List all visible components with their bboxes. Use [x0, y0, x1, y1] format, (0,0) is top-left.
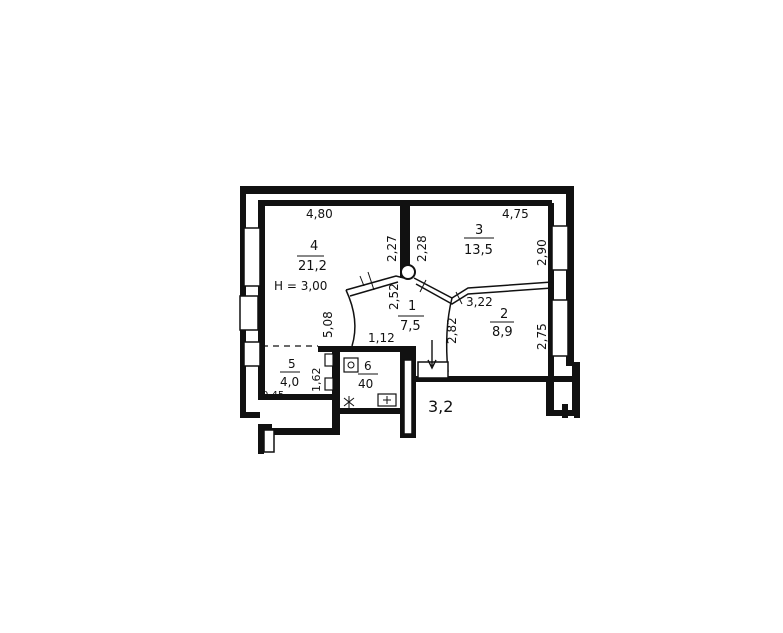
room-5-number: 5	[288, 357, 296, 371]
dim-room5-width: 1,62	[310, 368, 323, 393]
fixtures	[324, 340, 580, 418]
windows	[239, 225, 569, 453]
wall-left-inner	[258, 203, 265, 398]
hall-tick-1	[367, 271, 375, 291]
window-central	[403, 359, 413, 435]
hall-post	[400, 264, 416, 280]
dim-room4-depth: 5,08	[321, 311, 335, 338]
wall-lower-left-column	[240, 368, 246, 418]
wall-room2-bottom	[414, 376, 580, 382]
room-labels: 4 21,2 3 13,5 1 7,5 2 8,9 5 4,0 6 40	[280, 223, 514, 391]
room-3-area: 13,5	[464, 243, 493, 258]
dim-stair-label: 3,2	[428, 397, 453, 416]
room-6-area: 40	[358, 377, 373, 391]
wall-wc-top	[318, 346, 404, 352]
dim-room4-side: 2,27	[385, 235, 399, 262]
wall-wc-bottom	[340, 408, 400, 414]
heater-icon	[324, 353, 334, 367]
sink-drain-icon	[347, 361, 355, 369]
wall-top	[240, 186, 574, 194]
dim-ceiling-height: H = 3,00	[274, 279, 327, 293]
room-6-number: 6	[364, 359, 372, 373]
wall-right-inner	[548, 203, 554, 378]
vent-star-icon	[343, 396, 355, 408]
wall-room4-top	[258, 200, 404, 206]
window-lower-left	[263, 429, 275, 453]
hall-wall-right	[413, 277, 553, 299]
post-lower-right-2	[574, 404, 580, 418]
wall-bottom-left	[258, 394, 338, 400]
toilet-icon	[324, 377, 334, 391]
room-2-area: 8,9	[492, 325, 513, 340]
wall-lower-left-base	[240, 412, 260, 418]
dim-room2-side: 2,75	[535, 323, 549, 350]
wall-partition-4-3	[400, 200, 410, 278]
dim-room4-width: 4,80	[306, 207, 333, 221]
window-right-1	[551, 225, 569, 271]
dim-room3-side-left: 2,28	[415, 235, 429, 262]
hall-tick-4	[359, 275, 365, 287]
wall-lower-left-stub	[258, 424, 264, 454]
room-3-number: 3	[475, 223, 483, 238]
cabinet-cross-icon	[383, 396, 391, 404]
dim-hall-diag: 3,22	[466, 295, 493, 309]
window-left-2	[239, 295, 259, 331]
room-2-number: 2	[500, 307, 508, 322]
dim-room3-width: 4,75	[502, 207, 529, 221]
post-lower-right-1	[562, 404, 568, 418]
room-4-number: 4	[310, 239, 318, 254]
wall-lower-right-step	[546, 376, 554, 416]
dim-bath-width: 1,12	[368, 331, 395, 345]
dim-hall-width: 2,52	[387, 283, 401, 310]
sink-icon	[343, 357, 359, 373]
wall-right-outer	[566, 186, 574, 366]
room-1-number: 1	[408, 299, 416, 314]
window-left-3	[243, 341, 261, 367]
hall-walls	[345, 264, 553, 373]
wall-room3-top	[410, 200, 552, 206]
entrance-step	[417, 361, 449, 379]
wall-bath-right	[332, 346, 340, 434]
wall-right-outer-bottom	[572, 362, 580, 414]
dim-hall-depth: 2,82	[445, 317, 459, 344]
entrance-arrow-icon	[427, 340, 437, 370]
dim-wc-corner: 0,45	[262, 390, 284, 401]
room-1-area: 7,5	[400, 319, 421, 334]
wall-lower-left-notch	[258, 424, 272, 430]
room-5-area: 4,0	[280, 375, 299, 389]
room-4-area: 21,2	[298, 259, 327, 274]
wall-bath-bottom	[270, 428, 340, 435]
dim-room3-side-right: 2,90	[535, 239, 549, 266]
hall-wall-left-curve	[345, 289, 356, 347]
hall-wall-left	[345, 275, 405, 291]
hall-tick-2	[419, 279, 427, 293]
hall-tick-3	[455, 291, 463, 305]
dimension-labels: 4,80 H = 3,00 4,75 3,22 1,12 0,45 3,2 2,…	[262, 207, 549, 416]
window-left-1	[243, 227, 261, 287]
window-right-2	[551, 299, 569, 357]
